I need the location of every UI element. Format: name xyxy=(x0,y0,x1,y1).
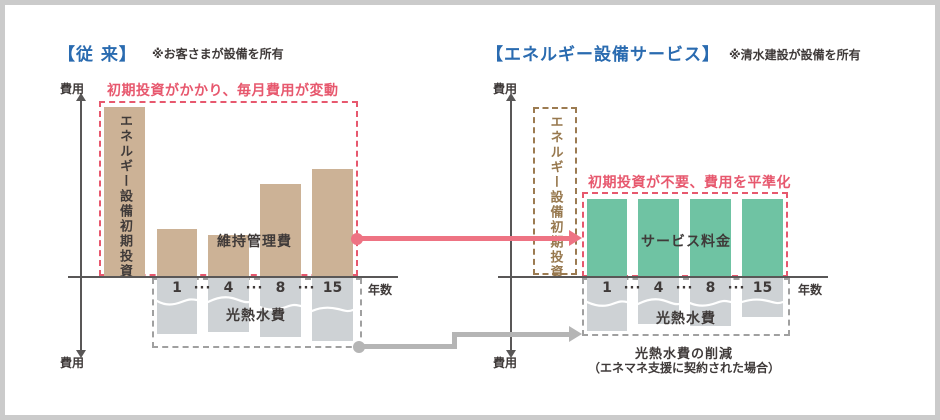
left-y-label-bottom: 費用 xyxy=(60,356,85,370)
service-subtitle: ※清水建設が設備を所有 xyxy=(729,48,861,62)
right-tick-2: 4 xyxy=(653,280,664,296)
right-x-axis-label: 年数 xyxy=(798,283,823,297)
left-y-axis xyxy=(80,100,82,350)
right-utility-bar-2 xyxy=(638,278,679,324)
left-x-axis-label: 年数 xyxy=(368,283,393,297)
left-annotation: 初期投資がかかり、毎月費用が変動 xyxy=(107,83,339,99)
right-utility-bar-1 xyxy=(587,278,627,331)
right-ghost-investment-label: エネルギー設備初期投資 xyxy=(547,115,563,280)
right-service-bar-4 xyxy=(742,199,783,276)
left-maintenance-label: 維持管理費 xyxy=(217,234,292,250)
right-tick-dots-1: ··· xyxy=(623,281,642,296)
right-y-label-bottom: 費用 xyxy=(493,356,518,370)
left-maintenance-bar-1 xyxy=(157,229,197,276)
wave-line-icon xyxy=(208,296,249,304)
right-service-label: サービス料金 xyxy=(641,234,731,250)
right-tick-1: 1 xyxy=(602,280,612,296)
left-tick-4: 15 xyxy=(322,280,343,296)
gray-connector-dot-icon xyxy=(353,341,365,353)
gray-connector-arrowhead-icon xyxy=(569,326,582,342)
left-maintenance-bar-2 xyxy=(208,235,249,276)
service-title: 【エネルギー設備サービス】 xyxy=(486,45,720,65)
conventional-title: 【従 来】 xyxy=(58,45,137,65)
left-initial-investment-bar: エネルギー設備初期投資 xyxy=(104,107,145,279)
left-tick-dots-3: ··· xyxy=(297,281,316,296)
reduction-label: 光熱水費の削減 xyxy=(634,347,733,362)
wave-line-icon xyxy=(638,298,679,306)
right-x-axis xyxy=(498,276,828,278)
right-service-bar-1 xyxy=(587,199,627,276)
left-y-axis-down-arrow-icon xyxy=(76,350,86,358)
pink-connector-line xyxy=(357,236,569,241)
left-initial-investment-label: エネルギー設備初期投資 xyxy=(117,114,132,279)
wave-line-icon xyxy=(742,298,783,305)
right-service-bar-3 xyxy=(690,199,731,276)
left-x-axis xyxy=(68,276,398,278)
right-y-axis-down-arrow-icon xyxy=(506,350,516,358)
gray-connector-line-3 xyxy=(452,332,569,337)
wave-line-icon xyxy=(312,306,353,313)
left-tick-2: 4 xyxy=(223,280,234,296)
right-annotation: 初期投資が不要、費用を平準化 xyxy=(588,175,791,191)
left-y-label-top: 費用 xyxy=(60,82,85,96)
left-maintenance-bar-4 xyxy=(312,169,353,276)
right-tick-3: 8 xyxy=(705,280,716,296)
left-utility-bar-4 xyxy=(312,278,353,341)
left-tick-3: 8 xyxy=(275,280,286,296)
right-tick-4: 15 xyxy=(752,280,773,296)
left-tick-1: 1 xyxy=(172,280,182,296)
left-y-axis-up-arrow-icon xyxy=(76,93,86,101)
pink-connector-arrowhead-icon xyxy=(569,230,582,246)
gray-connector-line-1 xyxy=(359,344,457,349)
wave-line-icon xyxy=(157,298,197,306)
wave-line-icon xyxy=(587,300,627,307)
left-maintenance-bar-3 xyxy=(260,184,301,276)
left-utility-bar-3 xyxy=(260,278,301,337)
left-utility-dashed-box xyxy=(152,278,362,348)
left-tick-dots-1: ··· xyxy=(193,281,212,296)
left-utility-bar-1 xyxy=(157,278,197,334)
reduction-note: （エネマネ支援に契約された場合） xyxy=(587,361,780,375)
left-utility-label: 光熱水費 xyxy=(226,308,286,324)
left-tick-dots-2: ··· xyxy=(245,281,264,296)
right-y-axis-up-arrow-icon xyxy=(506,93,516,101)
right-utility-dashed-box xyxy=(582,278,790,336)
pink-connector-dot-icon xyxy=(351,233,363,245)
wave-line-icon xyxy=(690,299,731,307)
right-service-bar-2 xyxy=(638,199,679,276)
wave-line-icon xyxy=(260,303,301,311)
right-y-axis xyxy=(510,100,512,350)
conventional-subtitle: ※お客さまが設備を所有 xyxy=(152,47,284,61)
gray-connector-line-2 xyxy=(452,332,457,349)
right-ghost-investment-box: エネルギー設備初期投資 xyxy=(533,107,577,280)
right-tick-dots-2: ··· xyxy=(675,281,694,296)
right-tick-dots-3: ··· xyxy=(727,281,746,296)
left-utility-bar-2 xyxy=(208,278,249,332)
right-utility-label: 光熱水費 xyxy=(656,311,716,327)
right-utility-bar-4 xyxy=(742,278,783,317)
right-utility-bar-3 xyxy=(690,278,731,326)
right-y-label-top: 費用 xyxy=(493,82,518,96)
